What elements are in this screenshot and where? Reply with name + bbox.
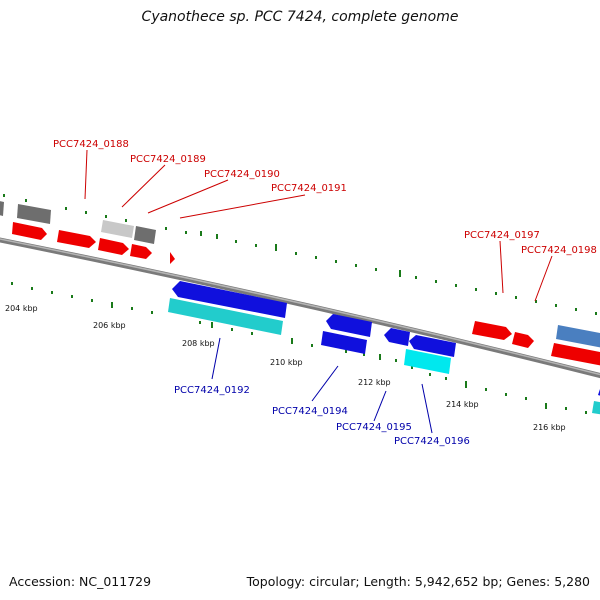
ruler-labels: 204 kbp 206 kbp 208 kbp 210 kbp 212 kbp …: [5, 304, 566, 432]
ruler-label-210: 210 kbp: [270, 358, 303, 367]
minus-labels: PCC7424_0192 PCC7424_0194 PCC7424_0195 P…: [174, 337, 470, 447]
gene-gray-2[interactable]: [134, 226, 156, 244]
label-pcc7424-0191: PCC7424_0191: [271, 183, 347, 194]
topology-text: Topology: circular; Length: 5,942,652 bp…: [246, 574, 590, 589]
lower-tick-track: [11, 282, 587, 414]
plus-strand-genes: [0, 200, 600, 366]
ruler-label-214: 214 kbp: [446, 400, 479, 409]
label-pcc7424-0194: PCC7424_0194: [272, 406, 348, 417]
gene-steelblue[interactable]: [556, 325, 600, 348]
gene-minus-arrow-5[interactable]: [409, 335, 456, 357]
gene-plus-arrow-5[interactable]: [170, 252, 175, 264]
gene-cyan-1[interactable]: [168, 298, 283, 335]
ruler-label-216: 216 kbp: [533, 423, 566, 432]
gene-plus-arrow-3[interactable]: [98, 238, 129, 255]
label-pcc7424-0188: PCC7424_0188: [53, 139, 129, 150]
page-title: Cyanothece sp. PCC 7424, complete genome: [141, 9, 459, 25]
ruler-label-204: 204 kbp: [5, 304, 38, 313]
gene-plus-arrow-4[interactable]: [130, 244, 152, 259]
label-pcc7424-0195: PCC7424_0195: [336, 422, 412, 433]
ruler-label-212: 212 kbp: [358, 378, 391, 387]
gene-minus-arrow-3[interactable]: [321, 331, 367, 354]
accession-text: Accession: NC_011729: [9, 574, 152, 589]
gene-plus-arrow-1[interactable]: [12, 222, 47, 240]
ruler-label-208: 208 kbp: [182, 339, 215, 348]
ruler-label-206: 206 kbp: [93, 321, 126, 330]
gene-gray-left[interactable]: [0, 200, 4, 216]
gene-minus-arrow-2[interactable]: [326, 314, 372, 337]
gene-plus-arrow-8[interactable]: [551, 343, 600, 366]
gene-gray[interactable]: [17, 204, 51, 224]
minus-strand-genes: [168, 281, 600, 415]
gene-minus-arrow-4[interactable]: [384, 328, 410, 346]
label-pcc7424-0190: PCC7424_0190: [204, 169, 280, 180]
gene-lightgray[interactable]: [101, 220, 134, 238]
gene-cyan-2[interactable]: [404, 349, 451, 374]
label-pcc7424-0196: PCC7424_0196: [394, 436, 470, 447]
genome-backbone: [0, 237, 600, 379]
gene-plus-arrow-2[interactable]: [57, 230, 96, 248]
label-pcc7424-0189: PCC7424_0189: [130, 154, 206, 165]
plus-labels: PCC7424_0188 PCC7424_0189 PCC7424_0190 P…: [53, 139, 597, 302]
gene-plus-arrow-6[interactable]: [472, 321, 512, 340]
label-pcc7424-0198: PCC7424_0198: [521, 245, 597, 256]
label-pcc7424-0192: PCC7424_0192: [174, 385, 250, 396]
gene-cyan-edge[interactable]: [592, 401, 600, 415]
genome-backbone-highlight: [0, 238, 600, 376]
gene-minus-arrow-1[interactable]: [172, 281, 287, 318]
gene-plus-arrow-7[interactable]: [512, 332, 534, 348]
label-pcc7424-0197: PCC7424_0197: [464, 230, 540, 241]
upper-tick-track: [3, 194, 597, 315]
